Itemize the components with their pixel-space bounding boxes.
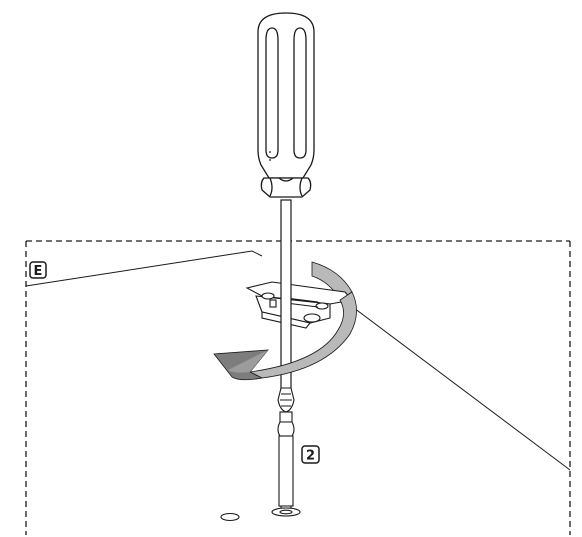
rotate-arrow-front (213, 291, 357, 381)
panel-callout-e: E (29, 261, 47, 279)
panel-callout-label: E (34, 264, 43, 279)
screw-extension-part (271, 387, 301, 517)
screwdriver-icon (257, 12, 315, 198)
board-edge-lines (25, 250, 571, 471)
step-callout-label: 2 (306, 449, 315, 464)
drill-hole (220, 512, 240, 522)
step-callout-2: 2 (301, 445, 320, 464)
dashed-panel-frame (25, 240, 571, 535)
